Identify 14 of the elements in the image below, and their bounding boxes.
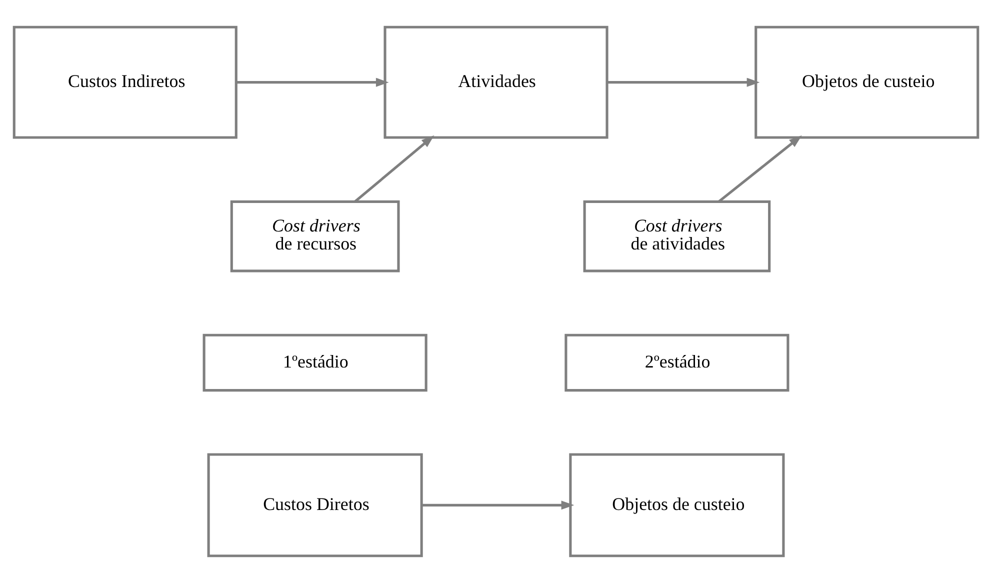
arrow — [606, 77, 760, 86]
arrow — [421, 500, 574, 510]
arrow — [718, 134, 802, 202]
node-box: Custos Diretos — [206, 452, 422, 557]
node-box: Objetos de custeio — [568, 452, 784, 557]
node-box: 2ºestádio — [564, 333, 789, 392]
node-box: Objetos de custeio — [754, 25, 979, 138]
node-box: Cost drivers de recursos — [230, 200, 400, 272]
node-box: Custos Indiretos — [12, 25, 237, 138]
node-box: 1ºestádio — [202, 333, 427, 392]
node-box: Atividades — [383, 25, 608, 138]
arrow — [236, 77, 388, 86]
arrow — [354, 134, 434, 202]
node-box: Cost drivers de atividades — [582, 200, 770, 272]
